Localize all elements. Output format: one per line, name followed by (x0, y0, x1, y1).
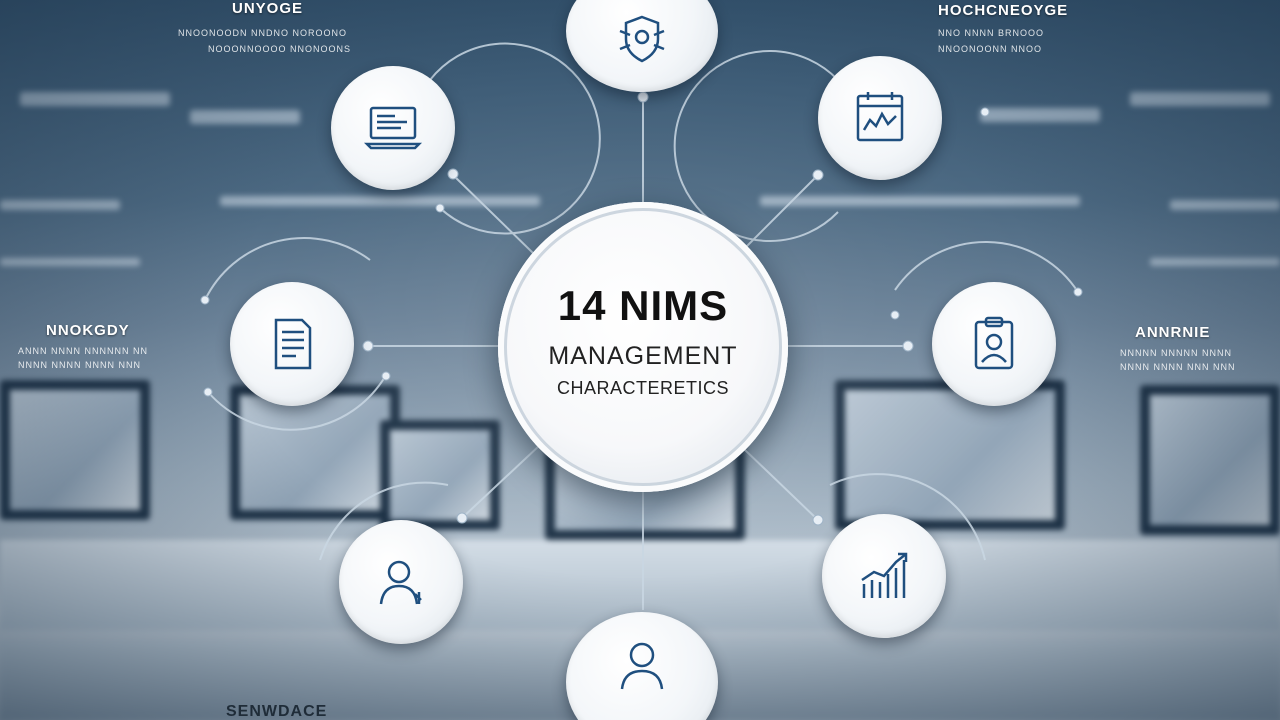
label-left-title: NNOKGDY (46, 322, 130, 339)
id-badge-icon (974, 316, 1014, 370)
label-bottom-title: SENWDACE (226, 703, 328, 720)
label-top-right-sub1: NNO NNNN BRNOOO (938, 28, 1045, 38)
connector-top-right (744, 174, 819, 249)
arc-bottom-left (319, 481, 449, 561)
label-right-title: ANNRNIE (1135, 324, 1211, 341)
arc-right-top (894, 241, 1079, 293)
node-bottom (566, 612, 718, 720)
user-icon (620, 642, 664, 690)
center-subtitle: MANAGEMENT (548, 342, 738, 370)
node-left (230, 282, 354, 406)
label-top-right-title: HOCHCNEOYGE (938, 2, 1069, 19)
connector-bottom-right (744, 449, 819, 521)
label-left-sub1: ANNN NNNN NNNNNN NN (18, 346, 148, 356)
document-icon (274, 318, 312, 370)
label-top-left-sub1: NNOONOODN NNDNO NOROONO (178, 28, 347, 38)
node-bottom-left (339, 520, 463, 644)
arc-bottom-right (829, 473, 986, 561)
node-top-right (818, 56, 942, 180)
node-bottom-right (822, 514, 946, 638)
arc-left-top (204, 237, 371, 301)
growth-chart-icon (861, 552, 908, 598)
person-icon (379, 560, 422, 605)
center-node: 14 NIMS MANAGEMENT CHARACTERETICS (498, 202, 788, 492)
calendar-chart-icon (856, 92, 904, 142)
center-caption: CHARACTERETICS (556, 378, 729, 398)
center-title: 14 NIMS (557, 282, 729, 329)
node-top-left (331, 66, 455, 190)
laptop-icon (363, 106, 423, 150)
label-left-sub2: NNNN NNNN NNNN NNN (18, 360, 141, 370)
node-right (932, 282, 1056, 406)
label-right-sub2: NNNN NNNN NNN NNN (1120, 362, 1236, 372)
arc-left-bottom (207, 374, 387, 431)
label-top-left-sub2: NOOONNOOOO NNONOONS (208, 44, 352, 54)
label-top-left-title: UNYOGE (232, 0, 304, 17)
arc-top-left (429, 42, 601, 235)
connector-bottom-left (461, 444, 541, 519)
connector-top-left (452, 174, 536, 256)
arc-top-right (673, 50, 839, 242)
shield-network-icon (619, 15, 665, 63)
label-top-right-sub2: NNOONOONN NNOO (938, 44, 1042, 54)
label-right-sub1: NNNNN NNNNN NNNN (1120, 348, 1232, 358)
